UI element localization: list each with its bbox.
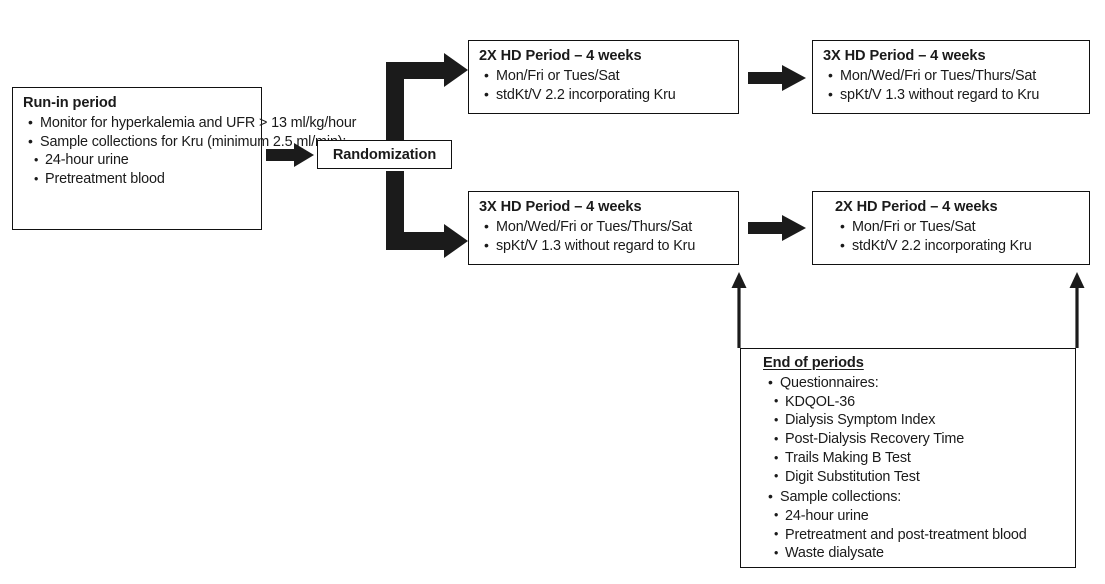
arm-b-period2-box: 2X HD Period – 4 weeks Mon/Fri or Tues/S…	[812, 191, 1090, 265]
list-item: Trails Making B Test	[774, 449, 1067, 468]
arm-a-period2-content: 3X HD Period – 4 weeks Mon/Wed/Fri or Tu…	[813, 41, 1089, 110]
arm-a-period1-box: 2X HD Period – 4 weeks Mon/Fri or Tues/S…	[468, 40, 739, 114]
list-item: Mon/Wed/Fri or Tues/Thurs/Sat	[484, 217, 730, 237]
arrow-end-of-periods-to-arm-b-period1	[731, 272, 747, 348]
arm-b-period1-content: 3X HD Period – 4 weeks Mon/Wed/Fri or Tu…	[469, 192, 738, 261]
list-item: Waste dialysate	[774, 544, 1067, 563]
list-item: stdKt/V 2.2 incorporating Kru	[484, 85, 730, 105]
end-of-periods-questionnaires-group: Questionnaires:	[763, 373, 1067, 393]
end-of-periods-heading: End of periods	[763, 355, 864, 371]
list-item: Pretreatment and post-treatment blood	[774, 526, 1067, 545]
arm-b-period2-list: Mon/Fri or Tues/Sat stdKt/V 2.2 incorpor…	[835, 217, 1081, 256]
list-item: KDQOL-36	[774, 393, 1067, 412]
list-item: Dialysis Symptom Index	[774, 411, 1067, 430]
arm-a-period2-heading: 3X HD Period – 4 weeks	[823, 48, 986, 64]
run-in-period-list: Monitor for hyperkalemia and UFR > 13 ml…	[23, 113, 356, 152]
list-item: spKt/V 1.3 without regard to Kru	[484, 236, 730, 256]
list-item: Sample collections:	[768, 487, 1067, 507]
list-item: Digit Substitution Test	[774, 468, 1067, 487]
list-item: Post-Dialysis Recovery Time	[774, 430, 1067, 449]
arrow-randomization-to-arm-b	[386, 171, 468, 258]
end-of-periods-questionnaires-list: KDQOL-36 Dialysis Symptom Index Post-Dia…	[763, 393, 1067, 487]
arm-a-period1-list: Mon/Fri or Tues/Sat stdKt/V 2.2 incorpor…	[479, 66, 730, 105]
arrow-randomization-to-arm-a	[386, 53, 468, 140]
arm-b-period1-box: 3X HD Period – 4 weeks Mon/Wed/Fri or Tu…	[468, 191, 739, 265]
arm-b-period2-content: 2X HD Period – 4 weeks Mon/Fri or Tues/S…	[813, 192, 1089, 261]
arm-a-period2-list: Mon/Wed/Fri or Tues/Thurs/Sat spKt/V 1.3…	[823, 66, 1081, 105]
end-of-periods-samples-group: Sample collections:	[763, 487, 1067, 507]
run-in-period-content: Run-in period Monitor for hyperkalemia a…	[13, 88, 356, 195]
arm-a-period2-box: 3X HD Period – 4 weeks Mon/Wed/Fri or Tu…	[812, 40, 1090, 114]
end-of-periods-box: End of periods Questionnaires: KDQOL-36 …	[740, 348, 1076, 568]
arm-b-period2-heading: 2X HD Period – 4 weeks	[835, 199, 998, 215]
list-item: 24-hour urine	[34, 151, 253, 170]
arm-a-period1-content: 2X HD Period – 4 weeks Mon/Fri or Tues/S…	[469, 41, 738, 110]
list-item: Pretreatment blood	[34, 170, 253, 189]
arm-a-period1-heading: 2X HD Period – 4 weeks	[479, 48, 642, 64]
arrow-arm-b-period1-to-period2	[748, 215, 806, 241]
run-in-period-box: Run-in period Monitor for hyperkalemia a…	[12, 87, 356, 230]
randomization-label: Randomization	[332, 146, 437, 163]
randomization-box: Randomization	[317, 140, 452, 169]
arrow-arm-a-period1-to-period2	[748, 65, 806, 91]
list-item: stdKt/V 2.2 incorporating Kru	[840, 236, 1081, 256]
list-item: Mon/Wed/Fri or Tues/Thurs/Sat	[828, 66, 1081, 86]
list-item: Sample collections for Kru (minimum 2.5 …	[28, 132, 346, 152]
arm-b-period1-list: Mon/Wed/Fri or Tues/Thurs/Sat spKt/V 1.3…	[479, 217, 730, 256]
run-in-period-heading: Run-in period	[23, 95, 117, 111]
list-item: 24-hour urine	[774, 507, 1067, 526]
run-in-period-sublist: 24-hour urine Pretreatment blood	[23, 151, 253, 189]
list-item: spKt/V 1.3 without regard to Kru	[828, 85, 1081, 105]
list-item: Questionnaires:	[768, 373, 1067, 393]
list-item: Mon/Fri or Tues/Sat	[484, 66, 730, 86]
list-item: Monitor for hyperkalemia and UFR > 13 ml…	[28, 113, 356, 133]
end-of-periods-content: End of periods Questionnaires: KDQOL-36 …	[741, 349, 1075, 569]
arm-b-period1-heading: 3X HD Period – 4 weeks	[479, 199, 642, 215]
arrow-end-of-periods-to-arm-b-period2	[1069, 272, 1085, 348]
end-of-periods-samples-list: 24-hour urine Pretreatment and post-trea…	[763, 507, 1067, 564]
list-item: Mon/Fri or Tues/Sat	[840, 217, 1081, 237]
arrow-run-in-to-randomization	[266, 143, 314, 167]
